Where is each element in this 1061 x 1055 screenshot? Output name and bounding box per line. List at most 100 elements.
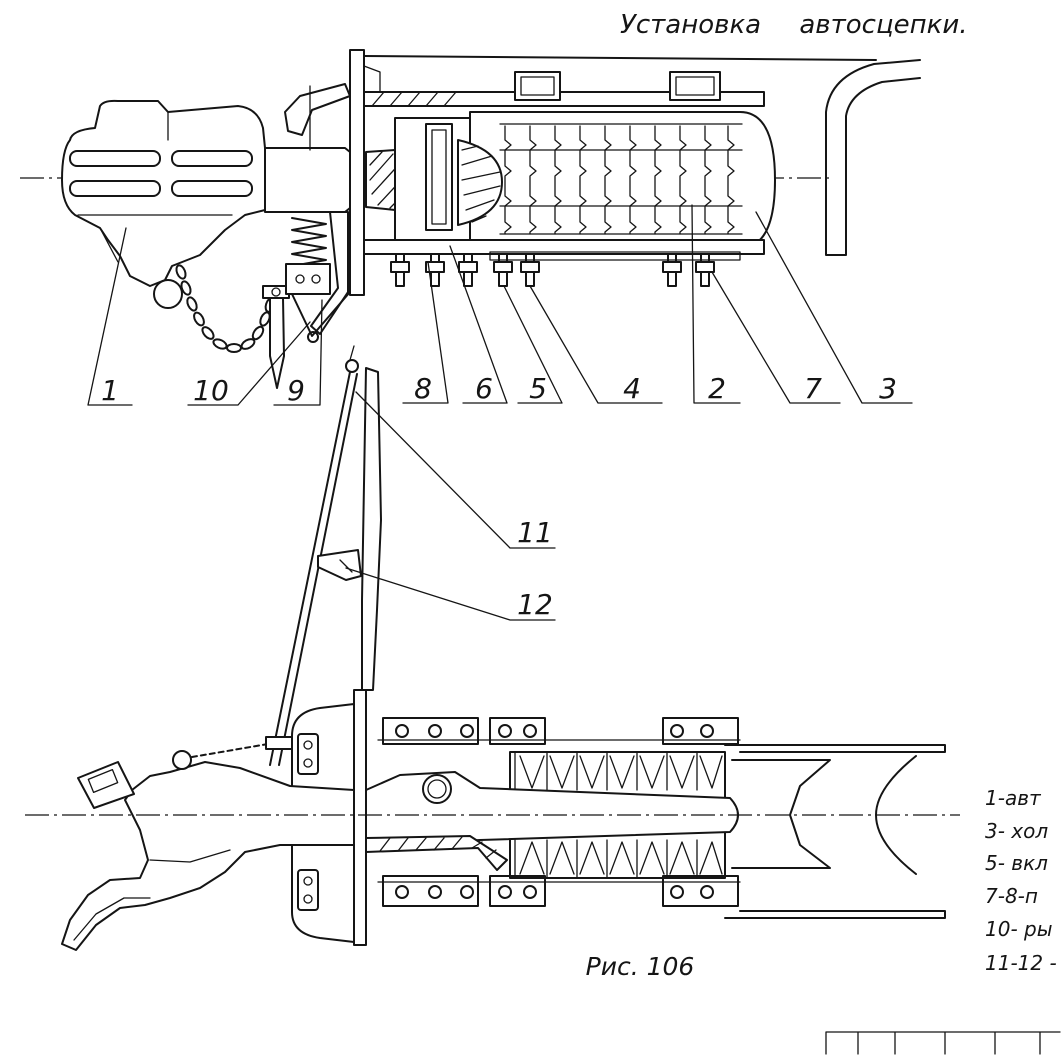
callout-leader-9 xyxy=(273,299,323,406)
rivet xyxy=(428,724,442,738)
chain-link xyxy=(180,280,192,296)
uncoupling-lever-pivot xyxy=(271,287,281,297)
coupler-spring xyxy=(291,217,327,267)
coupler-head-slot xyxy=(171,150,253,167)
callout-label-9: 9 xyxy=(287,374,305,407)
rivet xyxy=(670,724,684,738)
coupler-head xyxy=(61,99,266,287)
rear-stop-top-inner xyxy=(520,76,555,96)
callout-label-7: 7 xyxy=(804,372,822,405)
lever-support-pivot xyxy=(307,331,319,343)
draft-gear-spring-plates xyxy=(504,125,735,235)
rod-holder-detail xyxy=(339,559,353,573)
callout-leader-8 xyxy=(402,261,449,404)
callout-leader-7 xyxy=(711,271,841,404)
coupler-head-edges xyxy=(77,111,233,263)
rear-stop-plan xyxy=(731,759,831,869)
rivet xyxy=(428,885,442,899)
bolt xyxy=(662,253,682,287)
bolt xyxy=(493,253,513,287)
rear-stop-top-inner xyxy=(675,76,715,96)
rivets xyxy=(395,724,714,899)
rivet xyxy=(523,885,537,899)
lever-chain-plan xyxy=(191,743,269,758)
callout-label-8: 8 xyxy=(414,372,432,405)
hatching xyxy=(461,145,501,223)
chain-link xyxy=(240,338,256,350)
legend-item: 10- ры xyxy=(985,917,1053,941)
uncoupling-lever xyxy=(269,297,285,389)
callout-label-11: 11 xyxy=(517,516,553,549)
callout-leader-2 xyxy=(691,204,741,404)
callout-label-1: 1 xyxy=(101,374,119,407)
bolt xyxy=(458,253,478,287)
coupler-shank xyxy=(264,147,361,213)
rivet xyxy=(395,724,409,738)
chain-link xyxy=(251,325,265,341)
plan-view xyxy=(25,689,960,951)
side-view-callouts: 1 10 9 8 6 5 4 2 7 3 xyxy=(87,204,913,407)
uncoupling-bracket xyxy=(284,83,351,136)
rivet xyxy=(460,724,474,738)
callout-leader-10 xyxy=(187,321,311,406)
top-cover-line xyxy=(363,55,877,61)
callout-label-10: 10 xyxy=(193,374,229,407)
lever-support-link xyxy=(291,291,351,337)
callout-leader-11 xyxy=(355,391,556,549)
drawing-title: Установка автосцепки. xyxy=(620,10,968,40)
rivet xyxy=(670,885,684,899)
rear-stop-top xyxy=(669,71,721,101)
callout-leader-1 xyxy=(87,227,133,406)
hatching xyxy=(379,836,497,859)
bolt-nut xyxy=(695,261,715,273)
rivet xyxy=(498,724,512,738)
bolt-nut xyxy=(458,261,478,273)
legend: 1-авт 3- хол 5- вкл 7-8-п 10- ры 11-12 - xyxy=(985,786,1057,975)
rear-follower xyxy=(457,139,503,226)
rivet xyxy=(700,885,714,899)
bolt-nut xyxy=(390,261,410,273)
rivet xyxy=(498,885,512,899)
legend-item: 5- вкл xyxy=(985,851,1048,875)
front-stop-plate-plan xyxy=(353,689,367,946)
rear-stop-top xyxy=(514,71,561,101)
front-follower xyxy=(425,123,453,231)
carrier-bolt xyxy=(303,758,313,768)
chain-hanger-ring xyxy=(153,279,183,309)
coupler-head-slot xyxy=(69,150,161,167)
safety-chain xyxy=(175,264,276,353)
callout-label-5: 5 xyxy=(529,372,547,405)
callout-leader-12 xyxy=(345,567,556,621)
bottom-support-strap xyxy=(489,251,741,261)
bolt xyxy=(520,253,540,287)
chain-link xyxy=(193,311,205,327)
spring-seat xyxy=(285,263,331,295)
center-sill-top-flange xyxy=(363,91,765,107)
uncoupling-rod xyxy=(269,371,358,766)
bolt-nut xyxy=(520,261,540,273)
legend-item: 7-8-п xyxy=(985,884,1038,908)
spring-seat-bolt xyxy=(295,274,305,284)
plate-edge-lines xyxy=(377,739,741,883)
bolt-nut xyxy=(425,261,445,273)
bolt-nut xyxy=(662,261,682,273)
uncoupling-rod-wire xyxy=(349,345,355,361)
callout-label-2: 2 xyxy=(708,372,726,405)
callout-leader-3 xyxy=(755,211,913,404)
callout-label-6: 6 xyxy=(475,372,493,405)
legend-item: 3- хол xyxy=(985,819,1048,843)
carrier-buffer xyxy=(297,733,319,775)
figure-caption: Рис. 106 xyxy=(586,952,695,981)
hatching xyxy=(371,91,457,107)
rivet xyxy=(700,724,714,738)
legend-item: 1-авт xyxy=(985,786,1042,810)
callout-label-4: 4 xyxy=(623,372,641,405)
bolt xyxy=(425,253,445,287)
coupler-shank-plan xyxy=(365,771,739,847)
knuckle-thrower xyxy=(77,761,135,809)
coupler-lock-pin xyxy=(422,774,452,804)
knuckle-thrower-window xyxy=(87,768,119,794)
callout-label-3: 3 xyxy=(879,372,897,405)
front-follower-inner xyxy=(431,129,447,225)
